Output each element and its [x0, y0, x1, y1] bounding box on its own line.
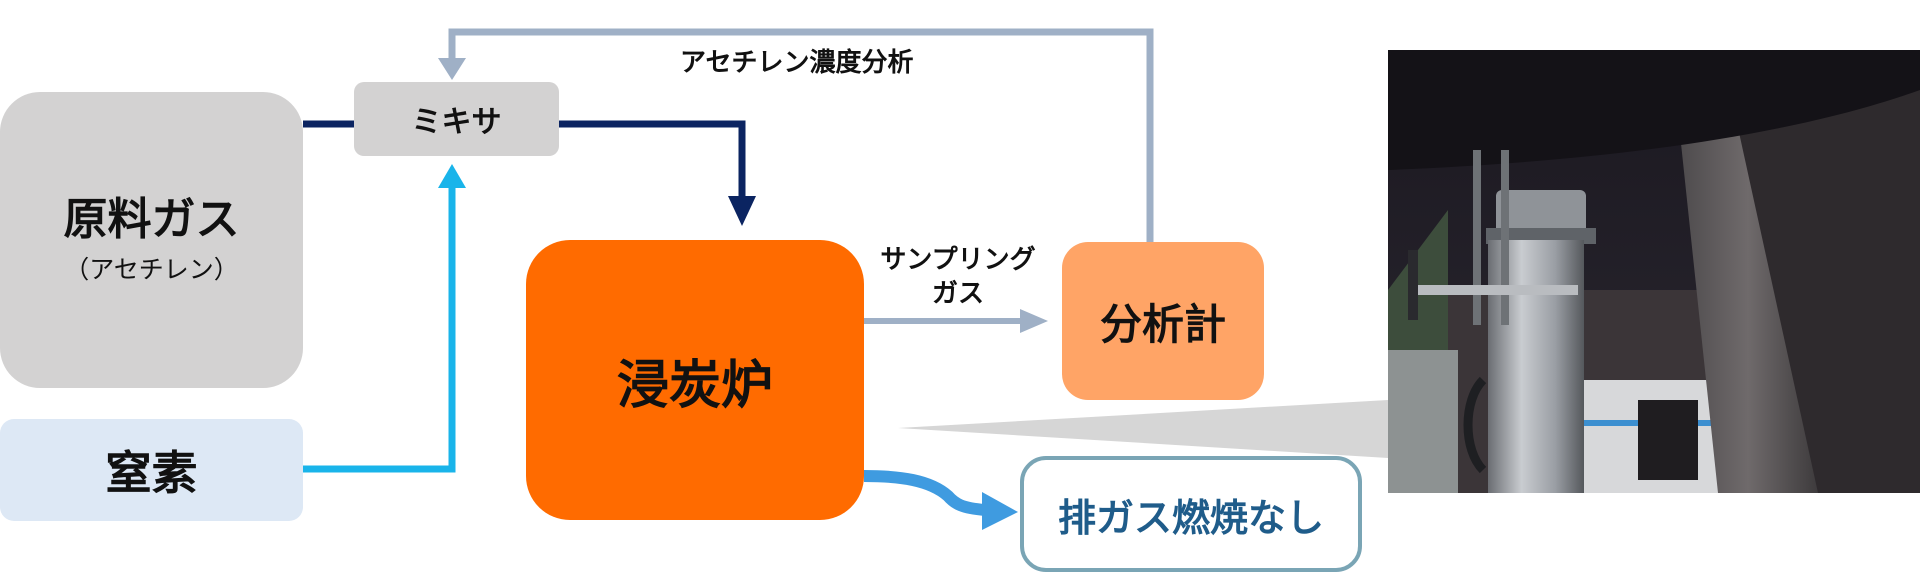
sampling-arrowhead — [1020, 309, 1048, 333]
exhaust-line — [863, 470, 986, 516]
nitrogen-node: 窒素 — [0, 419, 303, 521]
raw-gas-subtitle: （アセチレン） — [64, 255, 239, 285]
exhaust-arrowhead — [982, 492, 1018, 530]
nitrogen-to-mixer-arrowhead — [438, 164, 466, 188]
raw-gas-node: 原料ガス （アセチレン） — [0, 92, 303, 388]
analyzer-node: 分析計 — [1062, 242, 1264, 400]
analyzer-to-mixer-line — [448, 28, 1154, 242]
raw-gas-title: 原料ガス — [63, 193, 240, 245]
exhaust-node: 排ガス燃焼なし — [1020, 456, 1362, 572]
mixer-to-furnace-arrowhead — [728, 196, 756, 226]
carburizing-furnace-node: 浸炭炉 — [526, 240, 864, 520]
sampling-gas-label: サンプリング ガス — [880, 245, 1036, 309]
photo-callout — [898, 400, 1388, 458]
nitrogen-to-mixer-line — [303, 186, 456, 473]
mixer-to-furnace-line — [559, 120, 746, 198]
acetylene-analysis-label: アセチレン濃度分析 — [680, 48, 914, 78]
equipment-photo — [1388, 50, 1920, 493]
analyzer-to-mixer-arrowhead — [438, 58, 466, 80]
mixer-node: ミキサ — [354, 82, 559, 156]
